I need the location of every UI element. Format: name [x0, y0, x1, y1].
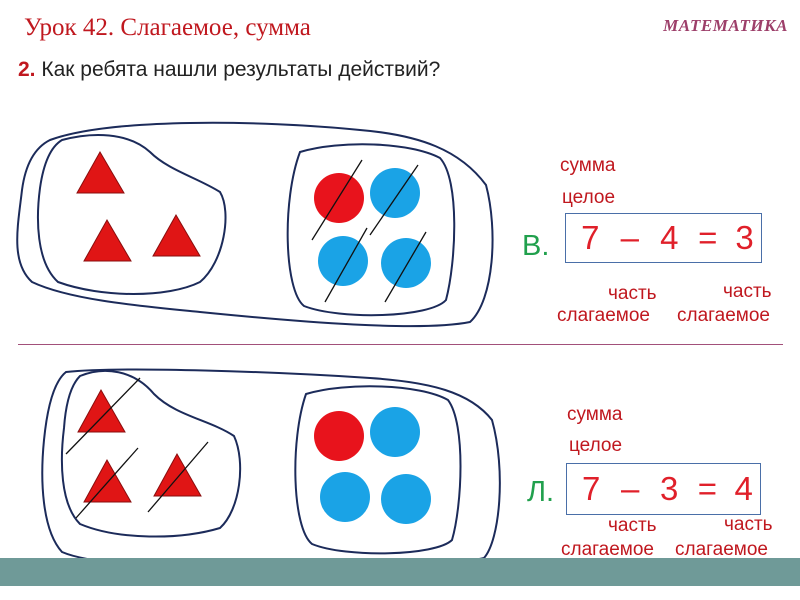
example-2-right-label-1: часть [724, 514, 773, 535]
example-2-result-label-2: целое [569, 435, 623, 456]
section-divider [18, 344, 783, 345]
strike-line [384, 231, 427, 303]
strike-line [65, 377, 141, 455]
example-1-term-1: 7 [581, 219, 600, 256]
example-2-result-label-1: сумма [567, 404, 623, 425]
example-2-circle-group-outline [294, 385, 462, 555]
example-1-term-2: 4 [660, 219, 679, 256]
circle-shape-blue [381, 474, 431, 524]
example-1-left-label-2: слагаемое [557, 305, 650, 326]
example-1-operator: – [620, 219, 639, 256]
example-1-right-label-2: слагаемое [677, 305, 770, 326]
example-1-circle-group-outline [286, 143, 456, 317]
circle-shape-blue [381, 238, 431, 288]
example-2-right-label-2: слагаемое [675, 539, 768, 560]
example-1-left-label-1: часть [608, 283, 657, 304]
example-2-person: Л. [527, 476, 555, 508]
example-2-equation-box: 7 – 3 = 4 [566, 463, 761, 515]
strike-line [147, 441, 209, 513]
example-2-operator: – [621, 470, 640, 507]
example-2-equals: = [697, 470, 717, 507]
subject-label: МАТЕМАТИКА [663, 16, 788, 35]
circle-shape-blue [370, 168, 420, 218]
example-1-result: 3 [735, 219, 754, 256]
example-2-triangle-group-outline [60, 369, 242, 538]
task-number: 2. [18, 58, 36, 81]
strike-line [75, 447, 139, 519]
triangle-shape [76, 150, 125, 194]
triangle-shape [83, 458, 132, 503]
example-1-right-label-1: часть [723, 281, 772, 302]
circle-shape-blue [370, 407, 420, 457]
example-2-result: 4 [734, 470, 753, 507]
example-2-diagram [41, 368, 501, 568]
triangle-shape [83, 218, 132, 262]
lesson-title: Урок 42. Слагаемое, сумма [24, 14, 311, 41]
example-2-left-label-1: часть [608, 515, 657, 536]
example-1-outer-outline [16, 121, 494, 328]
strike-line [311, 159, 363, 241]
example-1-result-label-1: сумма [560, 155, 616, 176]
example-2-term-1: 7 [581, 470, 601, 507]
strike-line [324, 227, 368, 303]
task-question: 2. Как ребята нашли результаты действий? [18, 58, 440, 82]
example-1-equals: = [698, 219, 718, 256]
example-2-left-label-2: слагаемое [561, 539, 654, 560]
triangle-shape [152, 213, 201, 257]
footer-bar [0, 558, 800, 586]
example-1-triangle-group-outline [36, 134, 227, 295]
circle-shape-blue [320, 472, 370, 522]
example-2-term-2: 3 [660, 470, 679, 507]
example-1-result-label-2: целое [562, 187, 616, 208]
circle-shape-blue [318, 236, 368, 286]
example-1-equation-box: 7 – 4 = 3 [565, 213, 762, 263]
task-text: Как ребята нашли результаты действий? [41, 58, 441, 81]
circle-shape-red [314, 411, 364, 461]
example-1-person: В. [522, 230, 550, 262]
triangle-shape [77, 388, 126, 433]
triangle-shape [153, 452, 202, 497]
example-1-diagram [16, 121, 494, 328]
strike-line [369, 164, 419, 236]
